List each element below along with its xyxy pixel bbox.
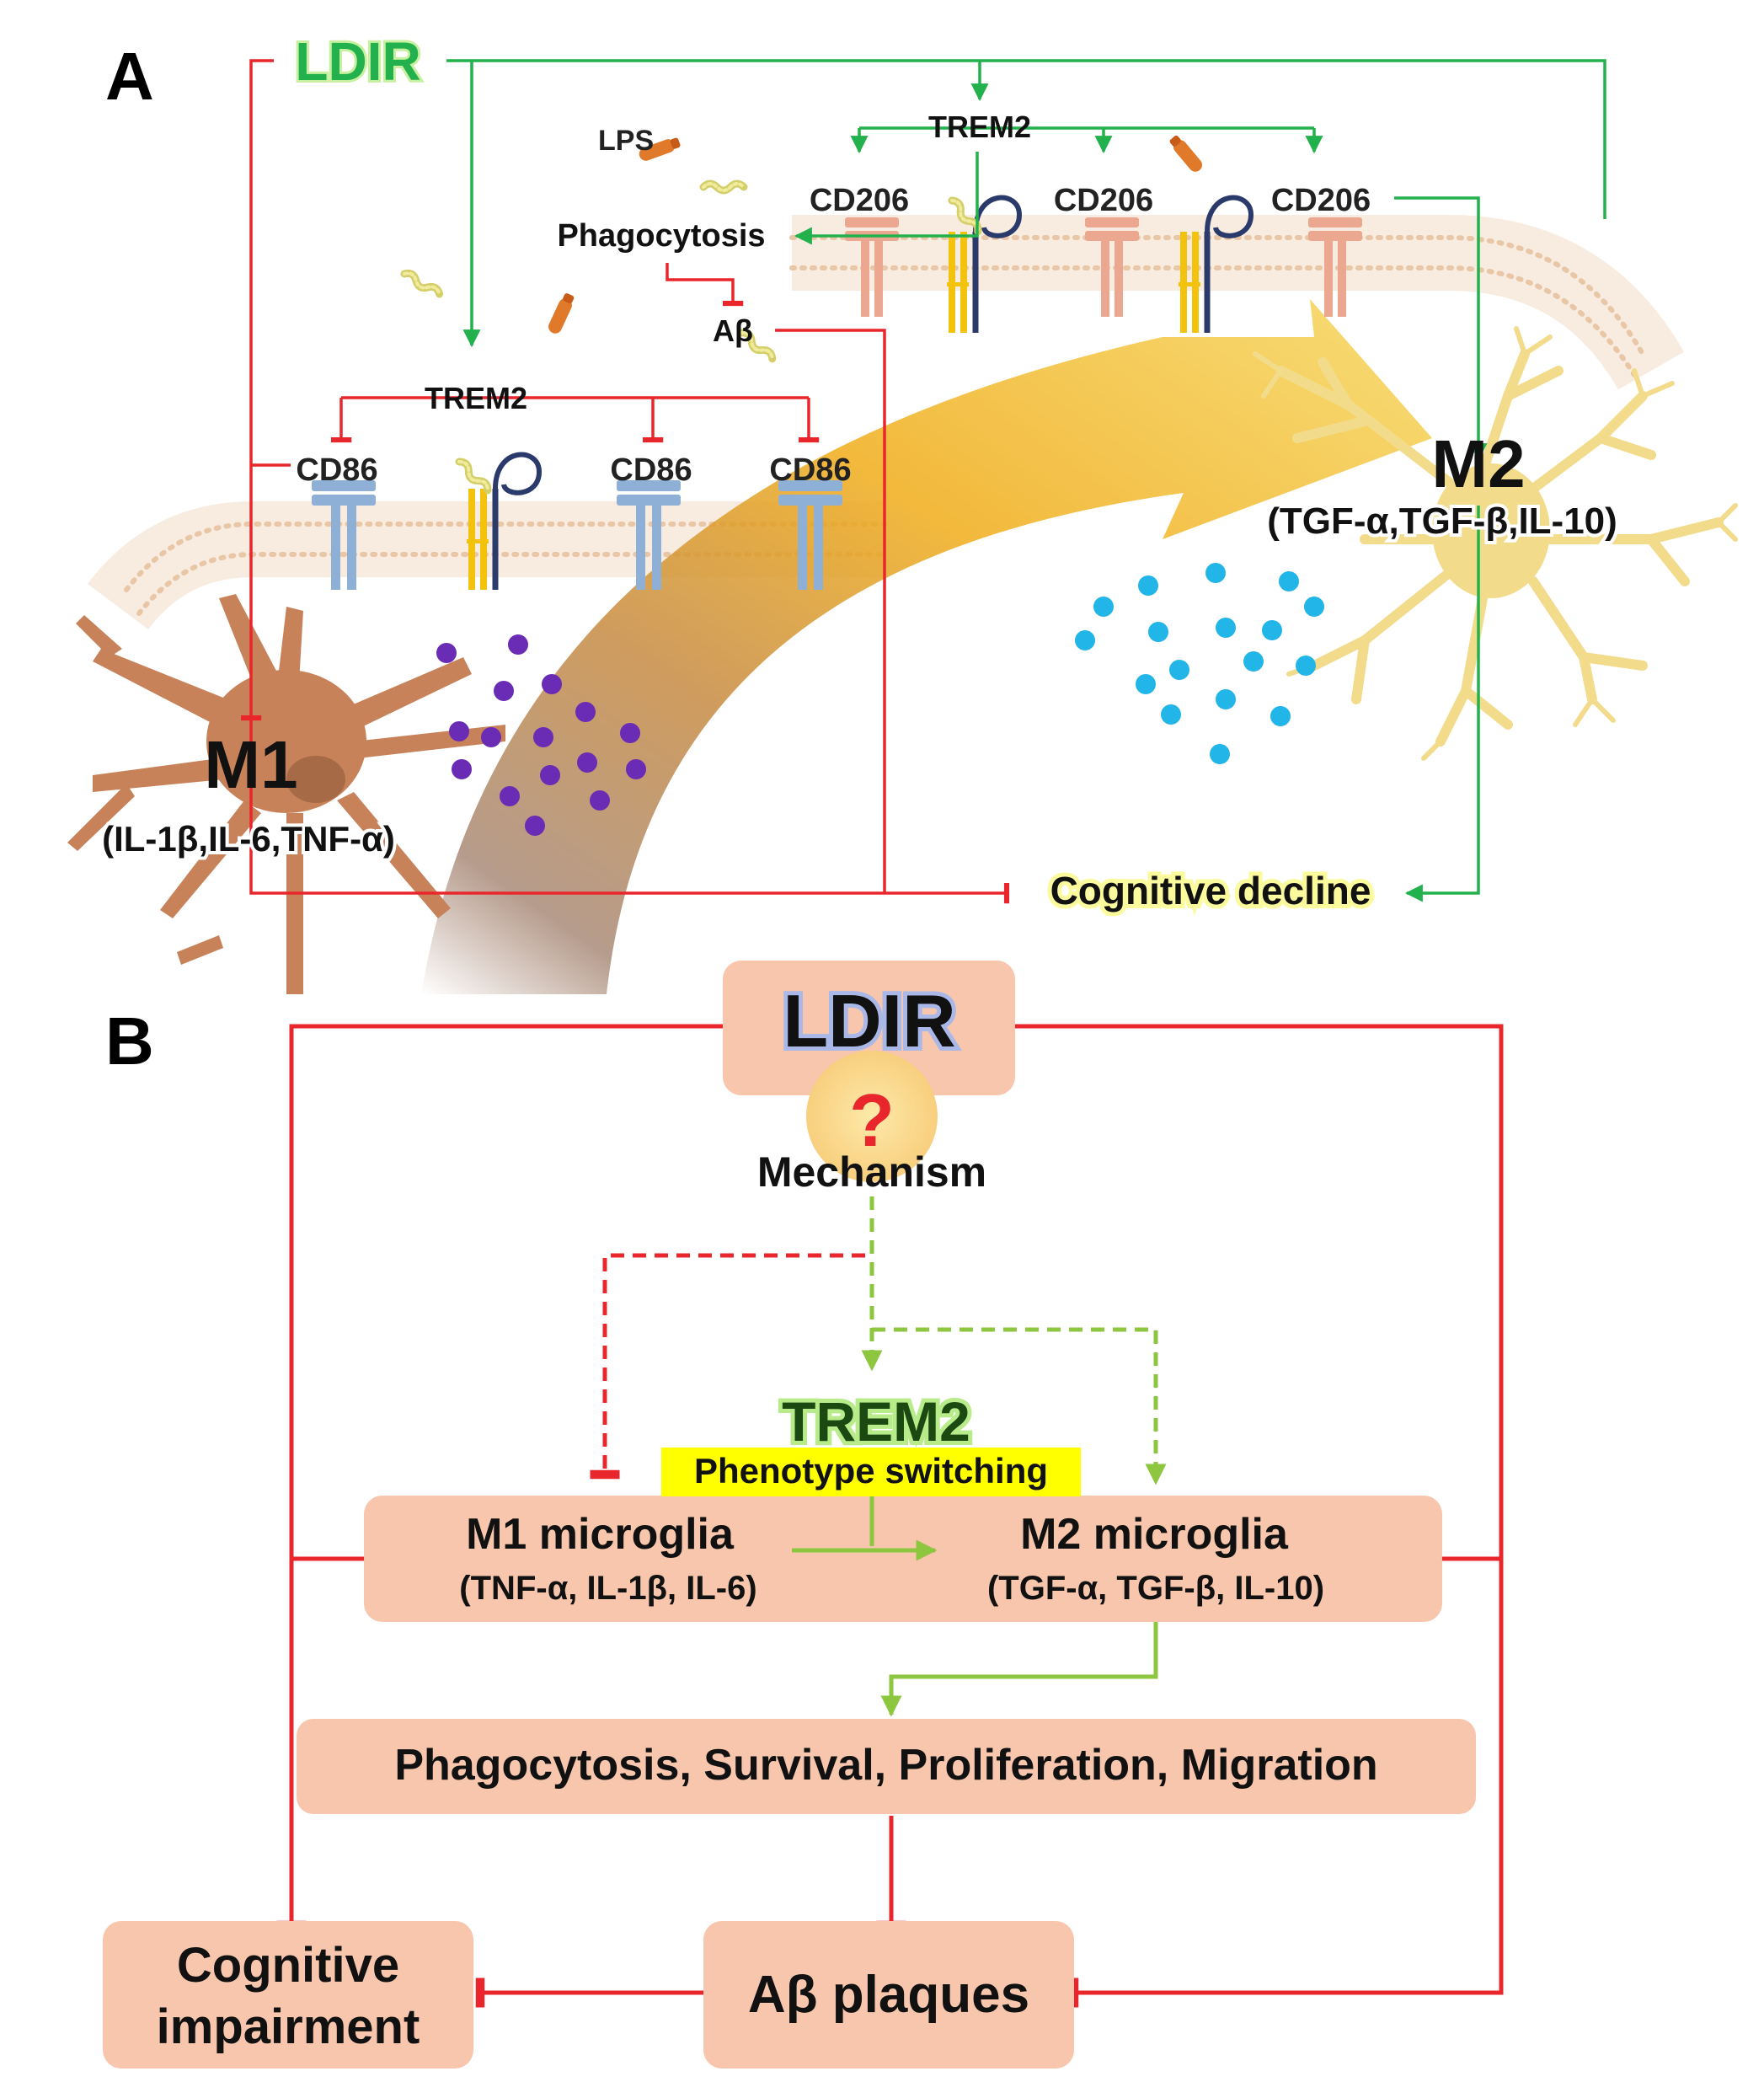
panel-a: A: [67, 29, 1738, 994]
m2-cytokine-dots: [1075, 563, 1324, 764]
panel-b-promote-arrows: [792, 1493, 1158, 1717]
question-mark: ?: [849, 1078, 895, 1162]
m1-label: M1: [204, 727, 297, 802]
lps-label: LPS: [598, 125, 654, 157]
ldir-label-b: LDIR: [783, 979, 955, 1062]
functions-label: Phagocytosis, Survival, Proliferation, M…: [394, 1741, 1377, 1790]
m1-microglia-cell: [67, 594, 505, 994]
phenotype-switching-highlight: [661, 1448, 1081, 1496]
cognitive-impairment-line2: impairment: [157, 1999, 420, 2054]
cognitive-impairment-line1: Cognitive: [177, 1938, 399, 1993]
panel-a-label: A: [105, 39, 154, 114]
functions-box: [297, 1719, 1476, 1814]
upper-membrane: [789, 215, 1685, 391]
m2-microglia-cell: [1253, 326, 1738, 761]
abeta-fragment-icon: [457, 459, 490, 493]
lps-bacterium-icon: [546, 292, 577, 336]
cognitive-decline-label: Cognitive decline: [1050, 869, 1371, 913]
cognitive-impairment-box: [103, 1921, 473, 2069]
lps-bacterium-icon: [1167, 133, 1205, 174]
trem2-top-label: TREM2: [928, 110, 1031, 144]
abeta-label: Aβ: [713, 313, 753, 348]
abeta-plaques-label: Aβ plaques: [748, 1966, 1029, 2024]
m2-label: M2: [1431, 426, 1525, 501]
phenotype-transition-arrow: [421, 299, 1432, 994]
cd86-label-1: CD86: [296, 452, 377, 488]
trem2-label-b: TREM2: [782, 1390, 970, 1453]
mechanism-label: Mechanism: [757, 1148, 986, 1196]
ldir-label-a: LDIR: [295, 31, 420, 92]
cd86-label-2: CD86: [610, 452, 692, 488]
m2-cytokines: (TGF-α,TGF-β,IL-10): [1267, 500, 1617, 542]
cd206-label-2: CD206: [1054, 183, 1153, 218]
m1-cytokine-dots: [436, 634, 646, 836]
panel-b: B LDI: [103, 961, 1504, 2069]
phenotype-switching-label: Phenotype switching: [694, 1451, 1048, 1491]
phagocytosis-label: Phagocytosis: [557, 218, 765, 254]
m2-microglia-title: M2 microglia: [1020, 1510, 1289, 1559]
m1-microglia-cytokines: (TNF-α, IL-1β, IL-6): [459, 1570, 756, 1607]
abeta-plaques-box: [703, 1921, 1074, 2069]
m2-microglia-cytokines: (TGF-α, TGF-β, IL-10): [987, 1570, 1324, 1607]
panel-b-dashed-arrows: [590, 1196, 1167, 1485]
panel-a-promote-arrows: [446, 59, 1606, 902]
question-circle: [806, 1051, 938, 1182]
lower-membrane: [88, 501, 887, 630]
m1-cytokines: (IL-1β,IL-6,TNF-α): [102, 819, 395, 859]
panel-b-label: B: [105, 1004, 154, 1078]
cd86-label-3: CD86: [769, 452, 851, 488]
abeta-fragment-icon: [703, 184, 744, 190]
m1-microglia-title: M1 microglia: [466, 1510, 735, 1559]
abeta-fragment-icon: [403, 271, 441, 297]
ldir-box: [723, 961, 1015, 1095]
microglia-box: [364, 1496, 1442, 1622]
panel-a-inhibit-arrows: [240, 59, 1010, 904]
cd206-label-3: CD206: [1271, 183, 1371, 218]
cd206-label-1: CD206: [810, 183, 909, 218]
trem2-bottom-label: TREM2: [425, 381, 527, 415]
